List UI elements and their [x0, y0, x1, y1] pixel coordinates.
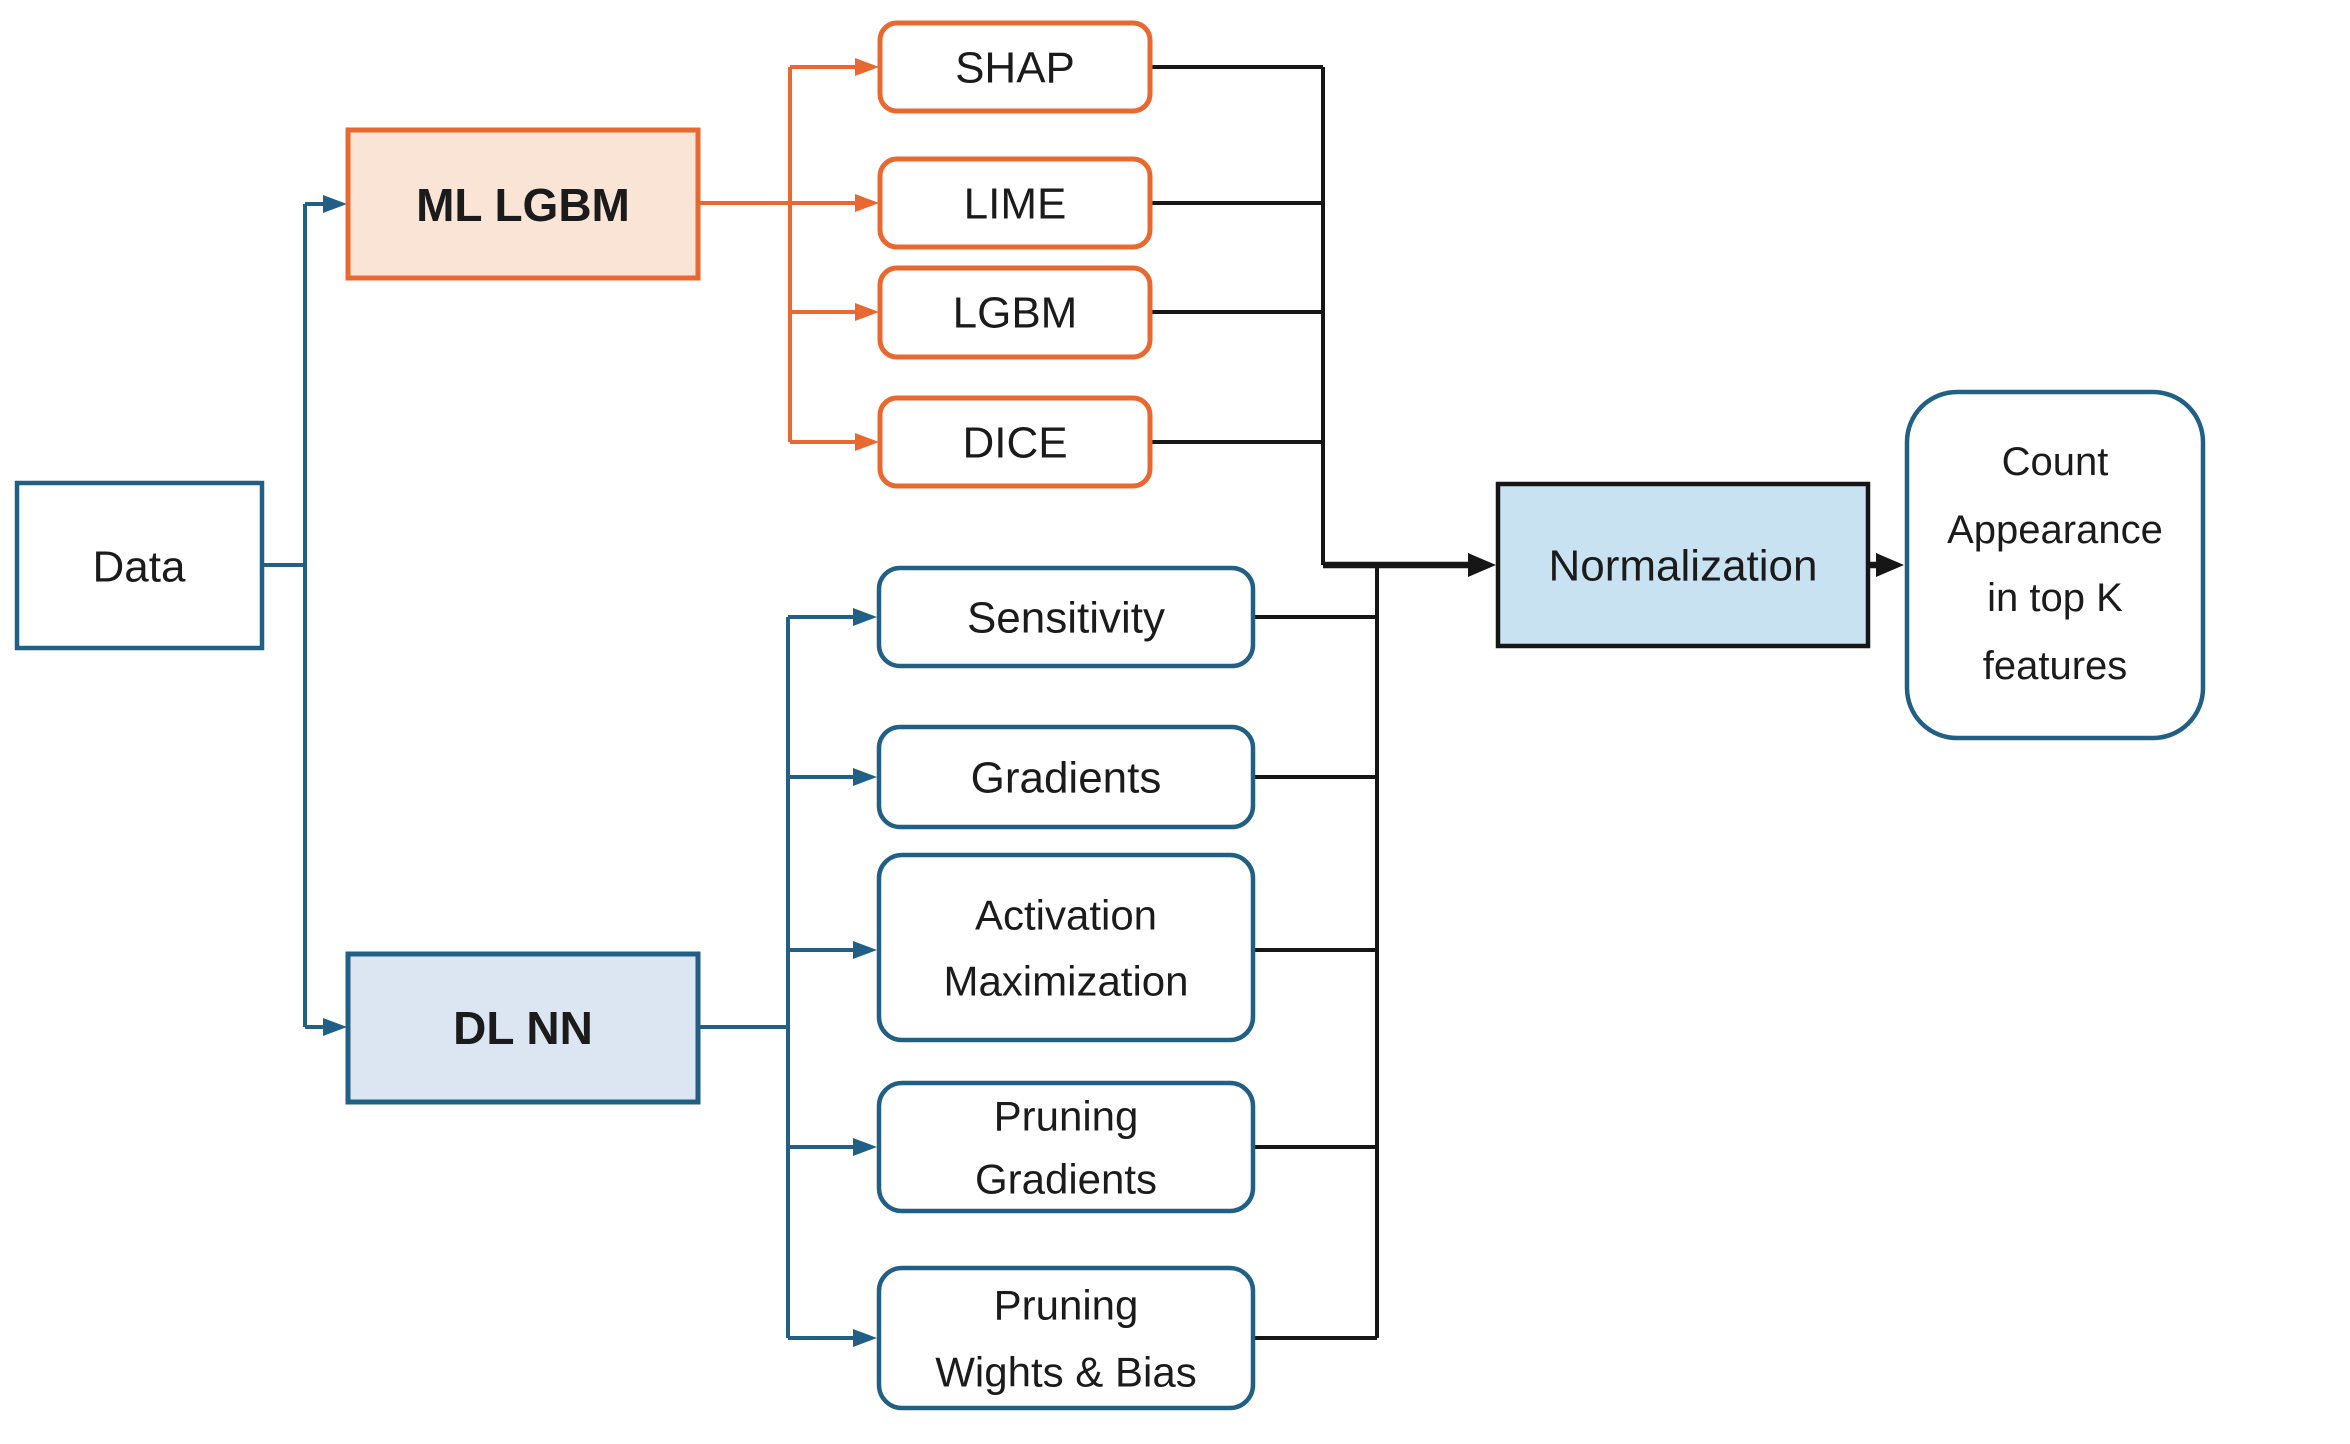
edge-ml-outputs-trunk: [1150, 65, 1325, 565]
shap-label: SHAP: [955, 44, 1075, 93]
node-data: Data: [14, 480, 265, 651]
data-label: Data: [93, 543, 186, 592]
arrowhead-into-pruning-wights: [853, 1329, 877, 1347]
node-pruning-gradients: Pruning Gradients: [876, 1080, 1256, 1214]
arrowhead-into-pruning-gradients: [853, 1138, 877, 1156]
node-dl-nn: DL NN: [345, 951, 701, 1105]
lime-box: [877, 156, 1153, 250]
dl-nn-label: DL NN: [453, 1002, 593, 1054]
node-ml-lgbm: ML LGBM: [345, 127, 701, 281]
data-box: [14, 480, 265, 651]
pruning-gradients-label-line1: Pruning: [994, 1093, 1139, 1140]
arrowhead-into-dice: [855, 433, 879, 451]
ml-lgbm-label: ML LGBM: [416, 179, 630, 231]
count-appearance-label-line2: Appearance: [1947, 508, 2163, 552]
node-lime: LIME: [877, 156, 1153, 250]
pruning-gradients-box: [876, 1080, 1256, 1214]
node-lgbm: LGBM: [877, 265, 1153, 360]
pruning-wights-bias-label-line2: Wights & Bias: [935, 1349, 1196, 1396]
node-dice: DICE: [877, 395, 1153, 489]
node-normalization: Normalization: [1495, 481, 1871, 649]
normalization-box: [1495, 481, 1871, 649]
node-activation-maximization: Activation Maximization: [876, 852, 1256, 1043]
arrowhead-into-normalization: [1468, 553, 1496, 577]
lgbm-box: [877, 265, 1153, 360]
arrowhead-into-lime: [855, 194, 879, 212]
count-appearance-box: [1904, 389, 2206, 741]
pruning-wights-bias-box: [876, 1265, 1256, 1411]
edges: [262, 58, 1904, 1347]
arrowhead-into-ml-lgbm: [323, 195, 347, 213]
normalization-label: Normalization: [1549, 542, 1818, 591]
edge-dl-outputs-trunk: [1253, 565, 1379, 1340]
arrowhead-into-activation: [853, 941, 877, 959]
activation-maximization-label-line1: Activation: [975, 892, 1157, 939]
node-gradients: Gradients: [876, 724, 1256, 830]
edge-data-split: [262, 202, 325, 1029]
gradients-label: Gradients: [971, 754, 1162, 803]
dl-nn-box: [345, 951, 701, 1105]
sensitivity-box: [876, 565, 1256, 669]
arrowhead-into-lgbm: [855, 303, 879, 321]
shap-box: [877, 20, 1153, 114]
arrowhead-into-shap: [855, 58, 879, 76]
edge-mllgbm-branches: [698, 65, 856, 444]
pruning-gradients-label-line2: Gradients: [975, 1156, 1157, 1203]
lime-label: LIME: [964, 180, 1067, 229]
count-appearance-label-line1: Count: [2002, 440, 2109, 484]
edge-dlnn-branches: [698, 615, 854, 1340]
dice-label: DICE: [962, 419, 1067, 468]
ml-lgbm-box: [345, 127, 701, 281]
node-shap: SHAP: [877, 20, 1153, 114]
activation-maximization-label-line2: Maximization: [943, 958, 1188, 1005]
count-appearance-label-line4: features: [1983, 644, 2128, 688]
lgbm-label: LGBM: [953, 289, 1078, 338]
arrowhead-into-dl-nn: [323, 1018, 347, 1036]
node-sensitivity: Sensitivity: [876, 565, 1256, 669]
gradients-box: [876, 724, 1256, 830]
node-pruning-wights-bias: Pruning Wights & Bias: [876, 1265, 1256, 1411]
pruning-wights-bias-label-line1: Pruning: [994, 1282, 1139, 1329]
arrowhead-into-gradients: [853, 768, 877, 786]
sensitivity-label: Sensitivity: [967, 594, 1165, 643]
dice-box: [877, 395, 1153, 489]
arrowhead-into-sensitivity: [853, 608, 877, 626]
arrowhead-into-count: [1876, 553, 1904, 577]
activation-maximization-box: [876, 852, 1256, 1043]
node-count-appearance: Count Appearance in top K features: [1904, 389, 2206, 741]
count-appearance-label-line3: in top K: [1987, 576, 2123, 620]
